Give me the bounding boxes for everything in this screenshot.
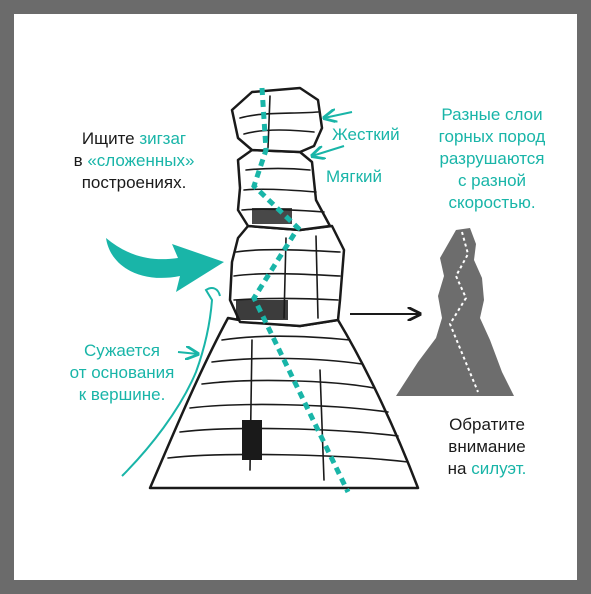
zigzag-centerline <box>251 87 351 494</box>
layers-note-line2: горных пород <box>438 127 546 146</box>
rock-cap <box>230 86 324 154</box>
zigzag-note-line1a: Ищите <box>81 129 140 148</box>
layers-note-line4: с разной <box>457 171 527 190</box>
silhouette-note-line2: внимание <box>448 437 526 456</box>
gray-silhouette <box>396 228 514 396</box>
zigzag-note-line1b: зигзаг <box>139 129 187 148</box>
hard-layer-label: Жесткий <box>332 125 400 144</box>
rock-base <box>148 316 420 490</box>
layers-note-line1: Разные слои <box>441 105 543 124</box>
silhouette-note: Обратите внимание на силуэт. <box>432 414 542 480</box>
zigzag-note-line2b: «сложенных» <box>87 151 195 170</box>
narrowing-contour <box>121 287 221 477</box>
narrows-note-line3: к вершине. <box>78 385 166 404</box>
zigzag-note-line2a: в <box>73 151 88 170</box>
rock-cavity <box>242 420 262 460</box>
rock-shadow-2 <box>252 208 292 224</box>
layers-note-line3: разрушаются <box>439 149 545 168</box>
big-curved-arrow <box>106 238 224 292</box>
rock-pillar <box>148 86 420 490</box>
silhouette-note-line3b: силуэт. <box>471 459 527 478</box>
zigzag-note: Ищите зигзаг в «сложенных» построениях. <box>64 128 204 194</box>
layers-note: Разные слои горных пород разрушаются с р… <box>420 104 564 214</box>
soft-layer-label: Мягкий <box>326 167 382 186</box>
layers-note-line5: скоростью. <box>448 193 536 212</box>
narrows-note-line1: Сужается <box>84 341 160 360</box>
silhouette-dotted-line <box>448 231 479 393</box>
narrows-note: Сужается от основания к вершине. <box>58 340 186 406</box>
rock-texture <box>167 95 409 481</box>
zigzag-note-line3: построениях. <box>81 173 187 192</box>
silhouette-note-line1: Обратите <box>449 415 525 434</box>
soft-layer-arrow <box>312 145 345 156</box>
narrows-note-line2: от основания <box>69 363 175 382</box>
silhouette-note-line3a: на <box>447 459 472 478</box>
narrowing-arrow <box>177 352 198 354</box>
hard-layer-arrow <box>324 112 353 118</box>
